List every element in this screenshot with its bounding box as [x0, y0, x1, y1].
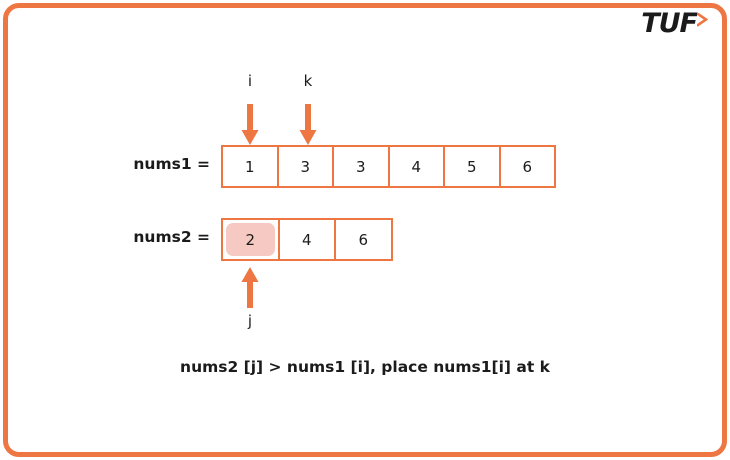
cell-nums2-2: 6	[334, 218, 393, 261]
pointer-arrow-k	[299, 104, 317, 146]
nums2-label: nums2 =	[133, 228, 210, 246]
logo-text: TUF	[641, 8, 698, 39]
pointer-label-i: i	[247, 72, 253, 90]
pointer-label-k: k	[303, 72, 313, 90]
cell-value: 2	[245, 230, 256, 249]
nums1-label: nums1 =	[133, 155, 210, 173]
nums1-array: 1 3 3 4 5 6	[221, 145, 556, 188]
cell-value: 3	[300, 157, 311, 176]
cell-nums2-0: 2	[221, 218, 280, 261]
cell-value: 6	[522, 157, 533, 176]
cell-value: 5	[466, 157, 477, 176]
cell-nums2-1: 4	[277, 218, 336, 261]
pointer-label-j: j	[247, 312, 253, 330]
cell-nums1-0: 1	[221, 145, 279, 188]
pointer-arrow-i	[241, 104, 259, 146]
cell-highlight-nums2-0	[226, 223, 275, 256]
cell-nums1-2: 3	[332, 145, 390, 188]
cell-value: 4	[301, 230, 312, 249]
cell-nums1-1: 3	[276, 145, 334, 188]
chevron-right-icon	[697, 13, 708, 28]
cell-value: 1	[244, 157, 255, 176]
cell-value: 3	[355, 157, 366, 176]
nums2-array: 2 4 6	[221, 218, 393, 261]
cell-value: 4	[411, 157, 422, 176]
cell-nums1-4: 5	[443, 145, 501, 188]
tuf-logo: TUF	[641, 10, 708, 37]
caption-text: nums2 [j] > nums1 [i], place nums1[i] at…	[180, 358, 550, 376]
pointer-arrow-j	[241, 266, 259, 308]
cell-nums1-5: 6	[498, 145, 556, 188]
cell-nums1-3: 4	[387, 145, 445, 188]
cell-value: 6	[358, 230, 369, 249]
